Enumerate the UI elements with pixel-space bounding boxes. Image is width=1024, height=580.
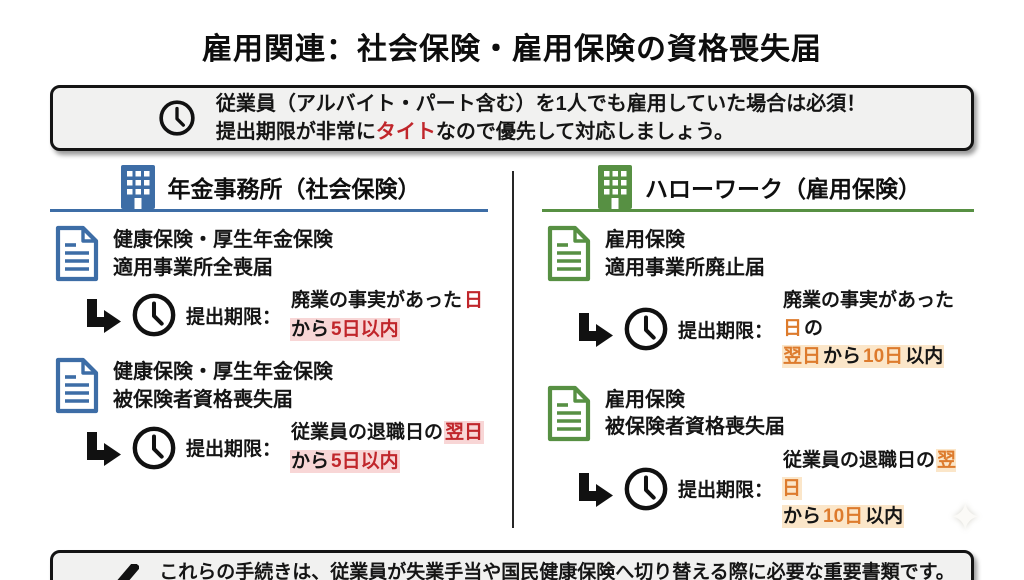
deadline-label: 提出期限： (678, 480, 774, 502)
footer-note-box: これらの手続きは、従業員が失業手当や国民健康保険へ切り替える際に必要な重要書類で… (50, 549, 974, 580)
clock-icon (624, 467, 668, 511)
deadline-label: 提出期限： (186, 439, 282, 461)
deadline-label: 提出期限： (678, 320, 774, 342)
column-header-label: ハローワーク（雇用保険） (645, 176, 921, 202)
document-icon (547, 225, 591, 282)
two-column-area: 年金事務所（社会保険） 健康保険・厚生年金保険適用事業所全喪届 提出期限： (50, 165, 974, 532)
document-icon (547, 385, 591, 441)
building-icon (598, 165, 632, 209)
document-row: 健康保険・厚生年金保険被保険者資格喪失届 (50, 357, 488, 414)
column-header-hello-work: ハローワーク（雇用保険） (542, 165, 974, 212)
building-icon (120, 165, 155, 209)
column-hello-work: ハローワーク（雇用保険） 雇用保険適用事業所廃止届 提出期限： 廃業の事 (512, 165, 974, 532)
arrow-turn-right-icon (579, 313, 613, 347)
column-pension-office: 年金事務所（社会保険） 健康保険・厚生年金保険適用事業所全喪届 提出期限： (50, 165, 512, 532)
arrow-turn-right-icon (87, 299, 121, 334)
document-icon (55, 225, 99, 282)
notice-text: 従業員（アルバイト・パート含む）を1人でも雇用していた場合は必須！提出期限が非常… (215, 92, 867, 143)
clock-icon (132, 426, 176, 469)
clock-icon (159, 100, 195, 136)
column-header-pension-office: 年金事務所（社会保険） (50, 165, 488, 212)
document-title: 雇用保険適用事業所廃止届 (605, 229, 765, 279)
clock-icon (132, 293, 176, 337)
document-title: 雇用保険被保険者資格喪失届 (605, 388, 785, 439)
document-row: 雇用保険被保険者資格喪失届 (542, 385, 974, 442)
deadline-label: 提出期限： (186, 306, 282, 328)
notice-box: 従業員（アルバイト・パート含む）を1人でも雇用していた場合は必須！提出期限が非常… (50, 85, 974, 151)
document-title: 健康保険・厚生年金保険被保険者資格喪失届 (113, 361, 333, 411)
document-title: 健康保険・厚生年金保険適用事業所全喪届 (113, 229, 333, 279)
clock-icon (624, 307, 668, 351)
column-header-label: 年金事務所（社会保険） (167, 176, 421, 202)
document-row: 雇用保険適用事業所廃止届 (542, 225, 974, 282)
document-row: 健康保険・厚生年金保険適用事業所全喪届 (50, 225, 488, 282)
vertical-divider (512, 171, 514, 528)
checkmark-icon (117, 563, 140, 580)
document-icon (55, 358, 99, 414)
arrow-turn-right-icon (87, 431, 121, 466)
arrow-turn-right-icon (579, 472, 613, 507)
footer-text: これらの手続きは、従業員が失業手当や国民健康保険へ切り替える際に必要な重要書類で… (159, 561, 955, 580)
page-title: 雇用関連：社会保険・雇用保険の資格喪失届 (202, 33, 822, 66)
